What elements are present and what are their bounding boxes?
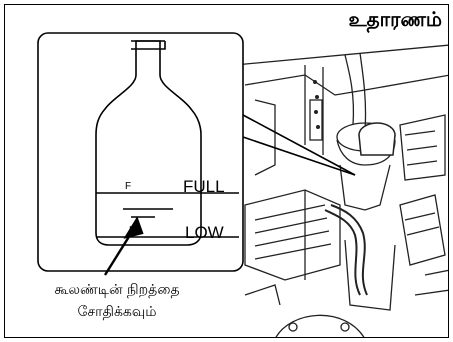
low-label: LOW <box>185 223 224 243</box>
instruction-text: கூலண்டின் நிறத்தை சோதிக்கவும் <box>11 279 223 323</box>
mark-l: L <box>129 225 135 236</box>
instruction-line-2: சோதிக்கவும் <box>11 301 223 323</box>
full-label: FULL <box>183 177 225 197</box>
engine-bay-bolts <box>313 80 320 129</box>
instruction-line-1: கூலண்டின் நிறத்தை <box>11 279 223 301</box>
reservoir-cap <box>359 123 395 155</box>
page-title: உதாரணம் <box>349 7 443 34</box>
engine-bay-drawing <box>235 45 449 338</box>
mark-f: F <box>125 181 131 192</box>
illustration-frame: F L உதாரணம் FULL LOW கூலண்டின் நிறத்தை ச… <box>4 4 449 338</box>
